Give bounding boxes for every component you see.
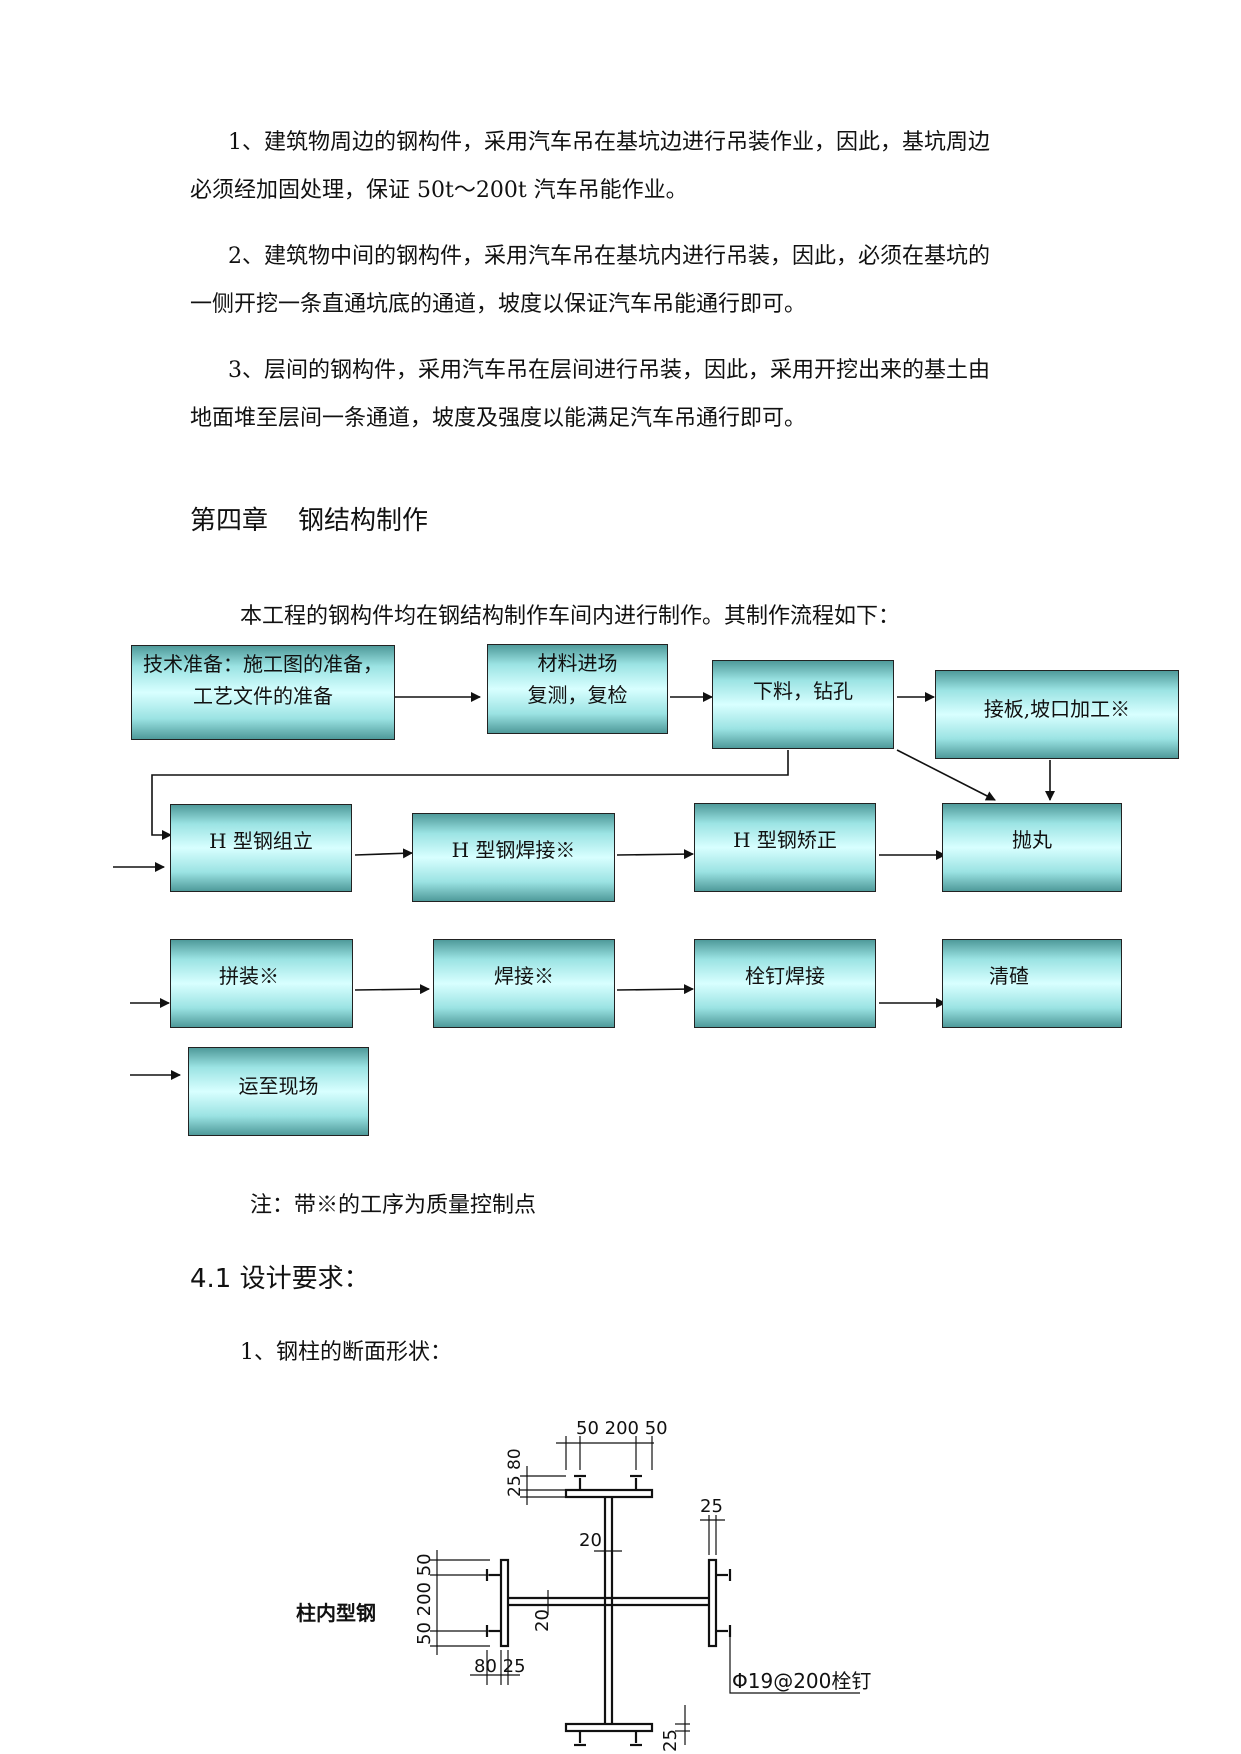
flow-box-material: 材料进场 复测，复检	[487, 644, 668, 734]
stud-label: 栓钉焊接	[745, 964, 825, 988]
flow-box-tech-prep: 技术准备：施工图的准备， 工艺文件的准备	[131, 645, 395, 740]
blasting-label: 抛丸	[1012, 828, 1052, 852]
paragraph-1-line-1: 1、建筑物周边的钢构件，采用汽车吊在基坑边进行吊装作业，因此，基坑周边	[228, 130, 990, 155]
paragraph-1: 1、建筑物周边的钢构件，采用汽车吊在基坑边进行吊装作业，因此，基坑周边 必须经加…	[190, 119, 1090, 215]
dim-20-vertical-web: 20	[579, 1530, 602, 1551]
flow-box-h-assemble: H 型钢组立	[170, 804, 352, 892]
arrow-assembly-to-welding	[354, 984, 430, 995]
welding-label: 焊接※	[494, 964, 554, 988]
flow-box-splice: 接板,坡口加工※	[935, 670, 1179, 759]
tech-prep-line-2: 工艺文件的准备	[193, 684, 333, 708]
paragraph-2: 2、建筑物中间的钢构件，采用汽车吊在基坑内进行吊装，因此，必须在基坑的 一侧开挖…	[190, 233, 1090, 329]
flow-box-h-weld: H 型钢焊接※	[412, 813, 615, 902]
flow-box-blasting: 抛丸	[942, 803, 1122, 892]
paragraph-3-line-1: 3、层间的钢构件，采用汽车吊在层间进行吊装，因此，采用开挖出来的基土由	[228, 358, 990, 383]
flow-box-cutting: 下料，钻孔	[712, 660, 894, 749]
arrow-cutting-to-h-assemble	[151, 750, 789, 840]
paragraph-2-line-1: 2、建筑物中间的钢构件，采用汽车吊在基坑内进行吊装，因此，必须在基坑的	[228, 244, 990, 269]
arrow-cutting-to-blasting	[896, 749, 996, 801]
dim-25: 25	[505, 1475, 525, 1497]
tech-prep-line-1: 技术准备：施工图的准备，	[143, 652, 383, 676]
arrow-assemble-to-weld	[354, 848, 413, 859]
cutting-label: 下料，钻孔	[753, 679, 853, 703]
h-weld-label: H 型钢焊接※	[451, 838, 576, 862]
flow-intro: 本工程的钢构件均在钢结构制作车间内进行制作。其制作流程如下：	[240, 604, 901, 629]
stud-label: Φ19@200栓钉	[732, 1669, 871, 1693]
transport-label: 运至现场	[238, 1074, 319, 1098]
flow-box-h-correct: H 型钢矫正	[694, 803, 876, 892]
dim-20-horizontal-web: 20	[532, 1609, 553, 1632]
dim-bottom-left: 80 25	[474, 1656, 526, 1677]
chapter-heading: 第四章钢结构制作	[190, 500, 428, 537]
assembly-label: 拼装※	[219, 964, 279, 988]
h-correct-label: H 型钢矫正	[733, 828, 837, 852]
dim-80: 80	[505, 1448, 525, 1470]
flow-box-assembly: 拼装※	[170, 939, 353, 1028]
item-1-text: 1、钢柱的断面形状：	[240, 1340, 452, 1365]
section-4-1-heading: 4.1 设计要求：	[190, 1264, 370, 1294]
dim-25-right: 25	[700, 1496, 723, 1517]
material-line-2: 复测，复检	[527, 683, 628, 707]
flow-box-welding: 焊接※	[433, 939, 615, 1028]
paragraph-2-line-2: 一侧开挖一条直通坑底的通道，坡度以保证汽车吊能通行即可。	[190, 292, 807, 317]
flow-box-stud: 栓钉焊接	[694, 939, 876, 1028]
chapter-number: 第四章	[190, 506, 269, 536]
chapter-title: 钢结构制作	[298, 506, 429, 536]
material-line-1: 材料进场	[537, 651, 618, 675]
dim-top: 50 200 50	[576, 1418, 668, 1439]
h-assemble-label: H 型钢组立	[209, 829, 313, 853]
flow-box-transport: 运至现场	[188, 1047, 369, 1136]
cleaning-label: 清碴	[989, 964, 1029, 988]
drawing-label: 柱内型钢	[296, 1601, 376, 1625]
quality-note: 注：带※的工序为质量控制点	[250, 1193, 537, 1218]
dim-bottom-right: 25	[660, 1729, 681, 1752]
dim-left: 50 200 50	[414, 1553, 435, 1645]
paragraph-3-line-2: 地面堆至层间一条通道，坡度及强度以能满足汽车吊通行即可。	[190, 406, 807, 431]
flow-box-cleaning: 清碴	[942, 939, 1122, 1028]
arrow-welding-to-stud	[616, 984, 694, 995]
arrow-weld-to-correct	[616, 849, 694, 860]
splice-label: 接板,坡口加工※	[983, 697, 1131, 721]
paragraph-1-line-2: 必须经加固处理，保证 50t～200t 汽车吊能作业。	[190, 178, 688, 203]
paragraph-3: 3、层间的钢构件，采用汽车吊在层间进行吊装，因此，采用开挖出来的基土由 地面堆至…	[190, 347, 1090, 443]
